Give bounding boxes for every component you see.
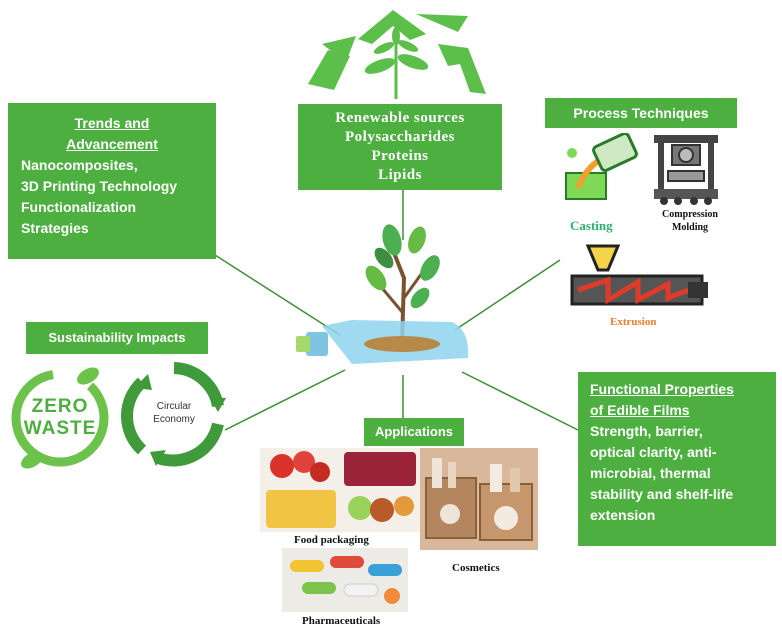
zero-waste-line: WASTE [23,418,97,439]
trends-body-line: Functionalization [21,199,137,215]
compression-molding-icon [654,135,718,205]
trends-body-line: Nanocomposites, [21,157,138,173]
renewable-line: Lipids [378,167,422,183]
applications-title: Applications [364,418,464,446]
extrusion-icon [570,244,708,306]
functional-title-line: of Edible Films [590,402,690,418]
circular-line: Economy [153,414,195,425]
functional-body-line: microbial, thermal [590,465,711,481]
food-packaging-label: Food packaging [294,534,369,546]
connector-trends [214,254,341,336]
process-techniques-title: Process Techniques [545,98,737,128]
functional-properties-box: Functional Properties of Edible Films St… [578,372,776,546]
bottle-plant-icon [296,224,469,364]
cosmetics-label: Cosmetics [452,562,500,574]
connector-sustain [224,369,346,431]
compression-label-line: Compression [662,209,718,220]
trends-title-line: Advancement [66,136,158,152]
compression-label-line: Molding [671,222,709,233]
recycle-icon [308,10,486,99]
trends-body-line: Strategies [21,220,89,236]
extrusion-label: Extrusion [610,316,657,328]
circular-line: Circular [156,401,192,412]
functional-body-line: optical clarity, anti- [590,444,717,460]
compression-label: Compression Molding [650,208,730,234]
functional-body-line: Strength, barrier, [590,423,703,439]
bottle-icon [296,320,469,364]
connector-functional [461,371,579,431]
renewable-line: Proteins [371,148,429,164]
renewable-line: Renewable sources [335,110,465,126]
circular-economy-icon [120,362,226,467]
pharmaceuticals-label: Pharmaceuticals [302,615,381,627]
renewable-line: Polysaccharides [345,129,455,145]
sprout-icon [364,27,429,99]
trends-title-line: Trends and [74,115,150,131]
functional-body-line: extension [590,507,656,523]
pharmaceuticals-image [282,548,408,612]
cosmetics-image [420,448,538,550]
zero-waste-icon [11,367,109,469]
functional-body-line: stability and shelf-life [590,486,734,502]
trends-body-line: 3D Printing Technology [21,178,178,194]
circular-economy-text: Circular Economy [132,400,216,426]
trends-box: Trends and Advancement Nanocomposites, 3… [8,103,216,259]
zero-waste-text: ZERO WASTE [14,396,106,440]
functional-title-line: Functional Properties [590,381,734,397]
renewable-sources-box: Renewable sources Polysaccharides Protei… [298,104,502,190]
food-packaging-image [260,448,420,532]
connector-process [454,259,561,331]
sustainability-title: Sustainability Impacts [26,322,208,354]
casting-icon [565,133,638,200]
casting-label: Casting [570,218,613,233]
zero-waste-line: ZERO [31,396,89,417]
